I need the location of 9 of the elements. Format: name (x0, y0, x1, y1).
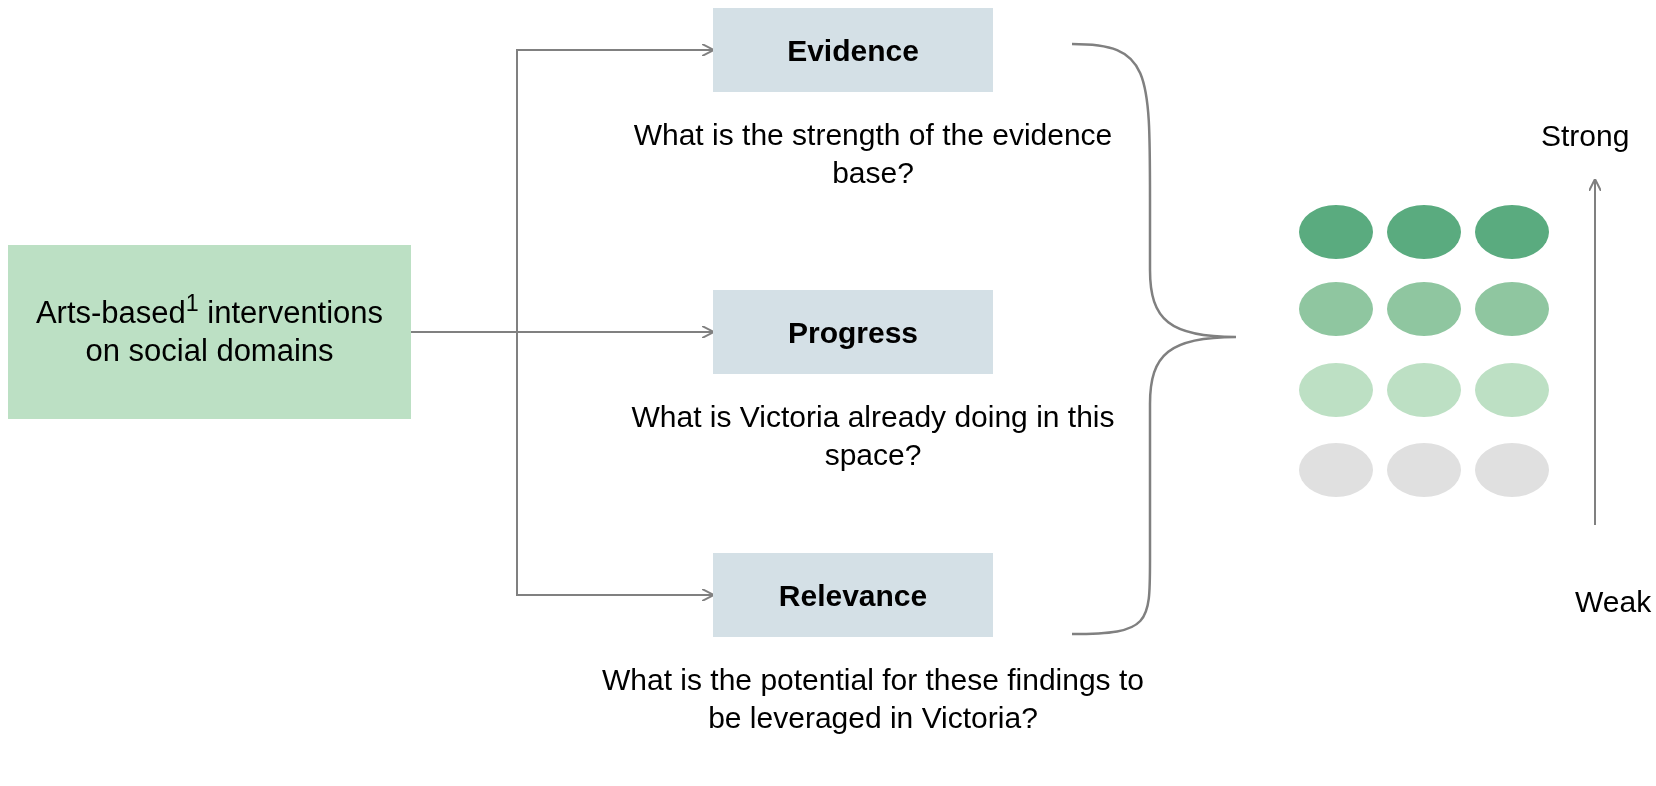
scale-label: Strong (1541, 118, 1630, 154)
question-text: What is the strength of the evidence base? (632, 117, 1114, 191)
question-text: What is Victoria already doing in this space? (630, 399, 1116, 473)
question-text: What is the potential for these findings to be leveraged in Victoria? (601, 662, 1145, 736)
scale-label: Weak (1575, 584, 1652, 620)
category-box: Relevance (713, 553, 993, 637)
intervention-box: Arts-based$^{1}$ interventions on social domains (8, 245, 411, 419)
category-box: Progress (713, 290, 993, 374)
category-box: Evidence (713, 8, 993, 92)
